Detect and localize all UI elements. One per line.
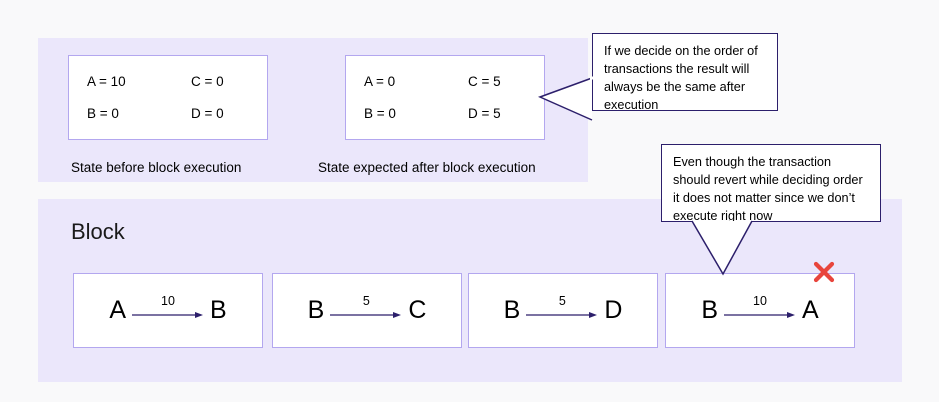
- callout-tail-revert: [691, 220, 753, 276]
- state-values-after: A = 0 C = 5 B = 0 D = 5: [346, 56, 544, 139]
- transfer-arrow: 10: [724, 293, 796, 324]
- state-value-c-after: C = 5: [468, 74, 501, 89]
- block-title: Block: [71, 219, 125, 244]
- arrow-icon: [724, 311, 795, 318]
- callout-tail-order: [537, 76, 594, 121]
- transaction-box-4: B 10 A: [665, 273, 855, 348]
- state-value-a-after: A = 0: [364, 74, 396, 89]
- transfer-amount: 5: [558, 293, 566, 308]
- state-value-a-before: A = 10: [87, 74, 126, 89]
- transfer-arrow: 5: [526, 293, 598, 324]
- transaction-content: B 5 C: [273, 274, 461, 347]
- transaction-from: A: [109, 296, 126, 324]
- arrow-icon: [526, 311, 598, 318]
- transaction-box-2: B 5 C: [272, 273, 462, 348]
- state-value-d-after: D = 5: [468, 105, 501, 121]
- transaction-to: A: [802, 296, 819, 324]
- state-values-before: A = 10 C = 0 B = 0 D = 0: [69, 56, 267, 139]
- state-value-d-before: D = 0: [191, 105, 224, 121]
- transfer-amount: 10: [753, 293, 767, 308]
- callout-order-note: If we decide on the order of transaction…: [592, 33, 778, 112]
- arrow-icon: [330, 311, 402, 318]
- transaction-from: B: [701, 296, 718, 324]
- callout-revert-note: Even though the transaction should rever…: [661, 144, 881, 223]
- transaction-box-3: B 5 D: [468, 273, 658, 348]
- transaction-content: A 10 B: [74, 274, 262, 347]
- state-value-c-before: C = 0: [191, 74, 224, 89]
- transaction-to: B: [210, 296, 227, 324]
- x-mark-icon: [813, 261, 835, 283]
- transaction-box-1: A 10 B: [73, 273, 263, 348]
- transaction-from: B: [503, 296, 521, 324]
- transaction-from: B: [307, 296, 325, 324]
- state-value-b-before: B = 0: [87, 105, 119, 121]
- transfer-arrow: 5: [330, 293, 402, 324]
- transfer-amount: 10: [161, 293, 175, 308]
- caption-state-after: State expected after block execution: [318, 160, 536, 175]
- transaction-to: C: [408, 296, 427, 324]
- arrow-icon: [132, 311, 203, 318]
- transaction-content: B 5 D: [469, 274, 657, 347]
- caption-state-before: State before block execution: [71, 160, 242, 175]
- transfer-arrow: 10: [132, 293, 204, 324]
- state-box-before: A = 10 C = 0 B = 0 D = 0: [68, 55, 268, 140]
- transaction-to: D: [604, 296, 623, 324]
- transaction-content: B 10 A: [666, 274, 854, 347]
- state-box-after: A = 0 C = 5 B = 0 D = 5: [345, 55, 545, 140]
- transfer-amount: 5: [362, 293, 370, 308]
- state-value-b-after: B = 0: [364, 105, 396, 121]
